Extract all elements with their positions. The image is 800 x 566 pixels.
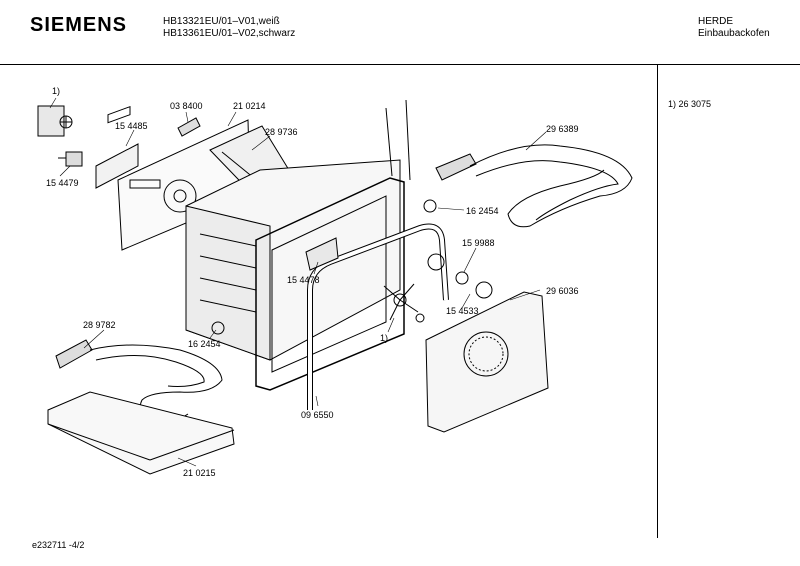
switch-part: [37, 105, 73, 137]
part-label: 15 4485: [115, 121, 148, 131]
part-label: 1): [52, 86, 61, 96]
part-label: 15 4479: [46, 178, 79, 188]
part-label: 15 4478: [287, 275, 320, 285]
part-label: 28 9736: [265, 127, 298, 137]
model-line-1: HB13321EU/01–V01,weiß: [163, 16, 280, 27]
part-label: 16 2454: [466, 206, 499, 216]
contact-part: [58, 151, 83, 167]
model-line-2: HB13361EU/01–V02,schwarz: [163, 28, 296, 39]
door-seal: [307, 223, 449, 410]
leader-lines: [49, 97, 547, 467]
part-label: 29 6389: [546, 124, 579, 134]
top-heating-element: [435, 144, 633, 228]
side-note: 1) 26 3075: [668, 99, 712, 109]
part-label: 15 9988: [462, 238, 495, 248]
clip-part: [177, 117, 201, 137]
bottom-heating-element: [55, 339, 223, 421]
lamp-socket: [211, 199, 493, 335]
brand-logo: SIEMENS: [30, 14, 128, 36]
fan-wheel: [383, 283, 419, 321]
fan-cover: [425, 291, 549, 433]
part-label: 03 8400: [170, 101, 203, 111]
part-label: 21 0214: [233, 101, 266, 111]
panel-bracket: [95, 106, 139, 189]
oven-cavity: [185, 159, 401, 361]
front-frame: [255, 99, 411, 391]
part-label: 28 9782: [83, 320, 116, 330]
part-label: 1): [380, 333, 389, 343]
bottom-tray: [47, 391, 235, 475]
part-label: 15 4533: [446, 306, 479, 316]
part-label: 09 6550: [301, 410, 334, 420]
part-label: 16 2454: [188, 339, 221, 349]
header-divider: [0, 64, 800, 65]
category-line-2: Einbaubackofen: [698, 28, 770, 39]
bracket-part: [305, 237, 339, 271]
category-line-1: HERDE: [698, 16, 734, 27]
footer-code: e232711 -4/2: [32, 540, 85, 550]
part-label: 29 6036: [546, 286, 579, 296]
side-divider: [657, 64, 658, 538]
part-label: 21 0215: [183, 468, 216, 478]
